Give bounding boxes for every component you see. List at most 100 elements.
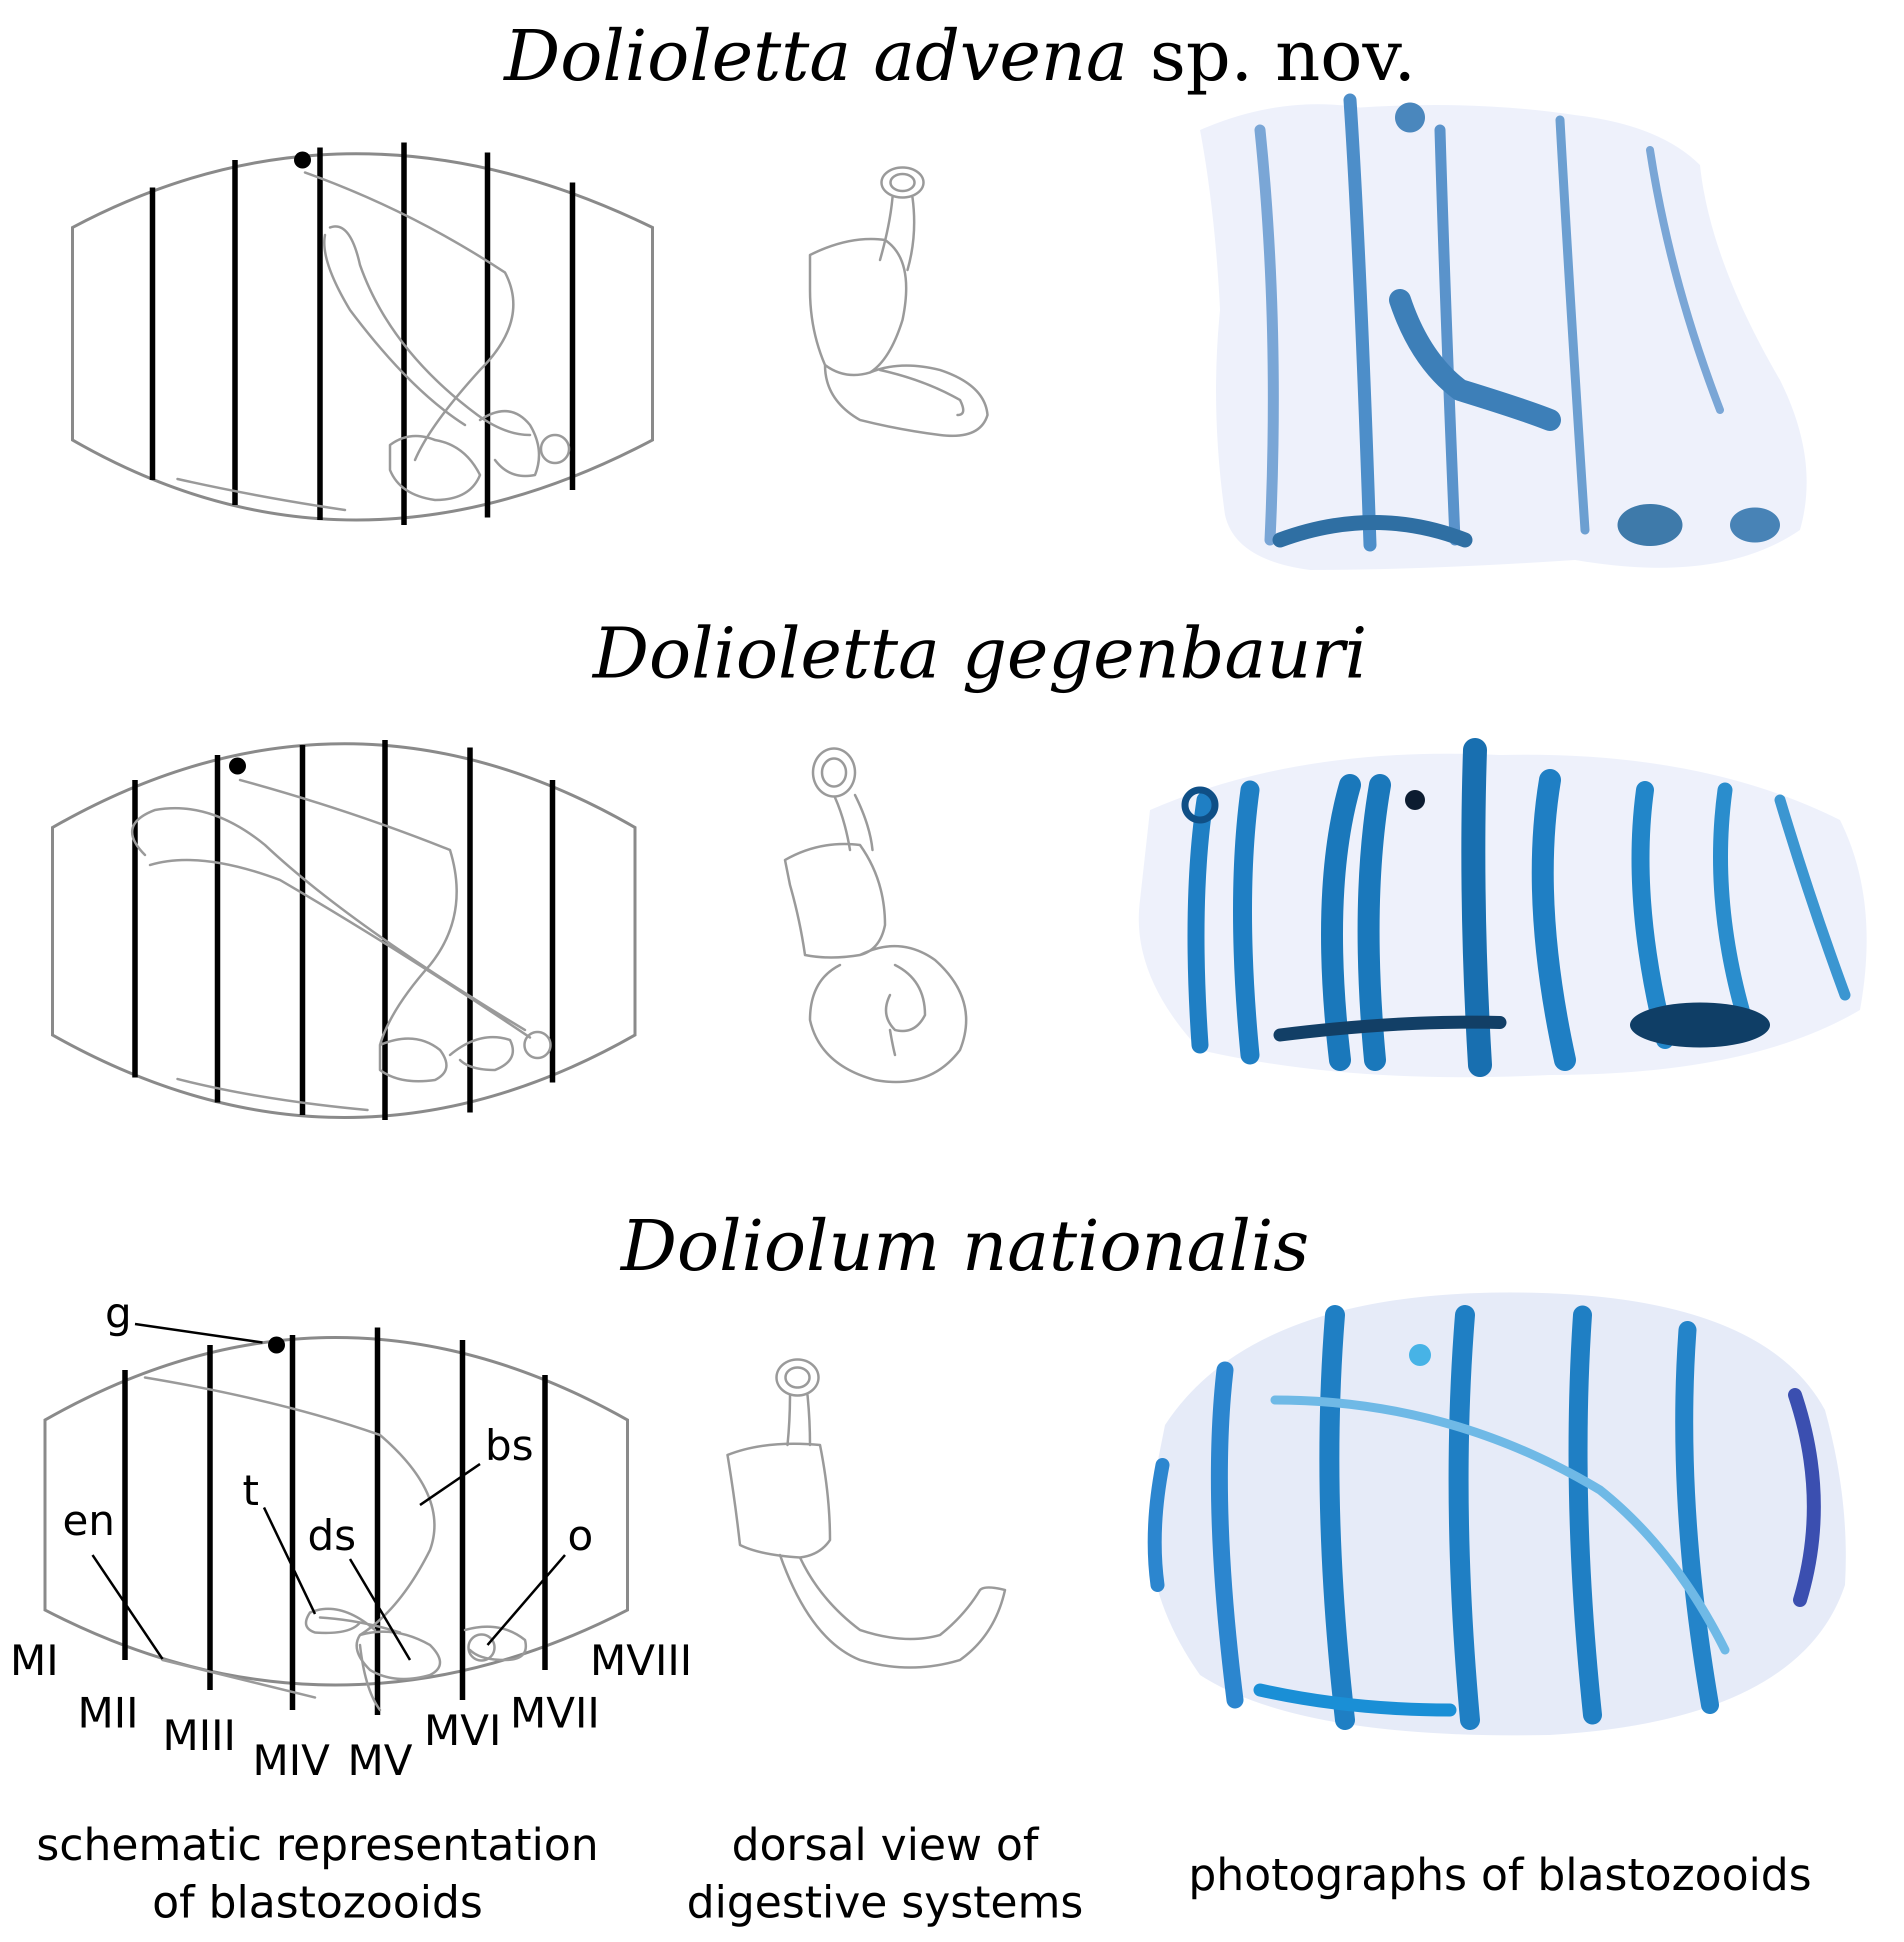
- row2-endostyle: [176, 1078, 369, 1112]
- row2-title-italic: Dolioletta gegenbauri: [592, 613, 1368, 694]
- row1-photo-ganglion: [1395, 102, 1425, 132]
- row2-stomach: [378, 1037, 448, 1082]
- row1-photo-endostyle: [1272, 515, 1472, 548]
- label-bs: bs: [485, 1421, 534, 1470]
- caption-schematic-line1: schematic representation: [36, 1819, 599, 1870]
- row3-branchial-septum: [144, 1376, 436, 1636]
- row1-mouth-ring: [880, 166, 925, 199]
- row1-gonad: [540, 434, 570, 464]
- row3-title: Doliolum nationalis: [620, 1206, 1310, 1287]
- label-muscle-5: MV: [348, 1736, 412, 1785]
- row1-intestine: [478, 410, 540, 478]
- label-en: en: [62, 1496, 115, 1545]
- row2-photo-muscle-7: [1632, 781, 1674, 1049]
- row2-intestine-coil: [808, 944, 968, 1084]
- row3-photo-septum: [1270, 1396, 1730, 1654]
- row2-photo-muscle-9: [1774, 794, 1850, 1000]
- row2-intestine: [448, 1036, 514, 1072]
- row1-photo-muscle-1: [1254, 124, 1279, 546]
- row3-photo-ganglion: [1409, 1344, 1431, 1366]
- row3-leader-ds: [348, 1558, 412, 1661]
- label-muscle-7: MVII: [510, 1688, 600, 1738]
- label-muscle-6: MVI: [424, 1706, 502, 1755]
- label-o: o: [568, 1511, 593, 1560]
- row3-endostyle: [161, 1658, 316, 1699]
- row1-stomach: [388, 434, 482, 502]
- row1-photo-gut: [1618, 504, 1682, 546]
- row1-esophagus: [878, 196, 916, 272]
- row1-digestive-loop: [323, 225, 532, 436]
- row3-testis: [304, 1611, 362, 1634]
- row3-leader-bs: [419, 1462, 481, 1506]
- row3-leader-g: [134, 1322, 263, 1344]
- row2-digestive-loop: [130, 806, 532, 1039]
- row2-gonad: [523, 1030, 552, 1060]
- label-muscle-2: MII: [78, 1688, 138, 1738]
- row1-mouth-ring-inner: [889, 172, 916, 192]
- row3-photo-muscle-4: [1448, 1305, 1480, 1730]
- row1-stomach-sac: [808, 238, 908, 376]
- row1-intestine-loop: [824, 364, 989, 438]
- row1-photo-muscle-5: [1646, 146, 1724, 414]
- row2-branchial-septum: [238, 778, 458, 1046]
- row3-photo-endostyle: [1254, 1684, 1456, 1716]
- row3-leader-en: [91, 1554, 164, 1660]
- row1-photo-tissue: [1200, 104, 1807, 570]
- row2-photo-ring: [1182, 786, 1218, 824]
- label-muscle-1: MI: [10, 1636, 58, 1685]
- row2-ganglion: [229, 758, 246, 774]
- row2-mouth-ring: [812, 747, 856, 798]
- row2-title: Dolioletta gegenbauri: [592, 613, 1368, 694]
- row3-photo-muscle-2: [1210, 1362, 1244, 1708]
- row2-photo-endostyle: [1274, 1016, 1506, 1042]
- row2-photo-muscle-2: [1233, 780, 1260, 1064]
- row1-title-italic: Dolioletta advena: [502, 16, 1128, 97]
- row3-stomach-sac: [726, 1442, 832, 1559]
- row1-schematic: [71, 142, 654, 525]
- label-t: t: [242, 1466, 259, 1515]
- row3-photo-muscle-6: [1675, 1321, 1719, 1714]
- row3-photo-muscle-7: [1788, 1388, 1821, 1607]
- label-muscle-3: MIII: [162, 1711, 236, 1760]
- row3-mouth-ring: [775, 1358, 820, 1397]
- row2-body-outline: [51, 742, 636, 1119]
- row1-photo-gonad: [1730, 508, 1780, 542]
- row1-photo-septum: [1389, 289, 1561, 431]
- row3-intestine: [778, 1554, 1006, 1669]
- row3-photo-muscle-5: [1568, 1306, 1602, 1724]
- row3-photo: [1148, 1292, 1846, 1736]
- row3-gonad: [467, 1633, 496, 1662]
- row2-photo: [1138, 738, 1867, 1078]
- row3-photo-tissue: [1148, 1292, 1846, 1736]
- row1-photo-muscle-4: [1556, 116, 1590, 534]
- row2-photo-ganglion: [1405, 790, 1425, 810]
- row1-title-roman: sp. nov.: [1128, 16, 1416, 97]
- row1-title: Dolioletta advena sp. nov.: [502, 16, 1416, 97]
- row2-mouth-ring-inner: [820, 757, 848, 788]
- row3-intestine: [358, 1625, 527, 1712]
- row2-photo-muscle-3: [1321, 774, 1361, 1071]
- row1-digestive-system: [808, 166, 989, 438]
- row2-photo-gut: [1630, 1002, 1770, 1048]
- row3-schematic: g bs t ds en o MI MII MIII MIV MV MVI MV…: [10, 1288, 692, 1785]
- caption-dorsal-line1: dorsal view of: [732, 1819, 1040, 1870]
- row3-ganglion: [268, 1336, 285, 1354]
- row2-photo-muscle-8: [1713, 782, 1752, 1028]
- row2-photo-muscle-4: [1358, 774, 1391, 1071]
- row3-digestive-system: [726, 1358, 1006, 1669]
- caption-photos: photographs of blastozooids: [1188, 1849, 1812, 1900]
- row2-photo-muscle-1: [1188, 792, 1214, 1054]
- row3-photo-muscle-1: [1148, 1458, 1170, 1592]
- row3-title-italic: Doliolum nationalis: [620, 1206, 1310, 1287]
- row2-photo-tissue: [1138, 754, 1867, 1078]
- row1-photo-muscle-3: [1434, 124, 1460, 546]
- row2-photo-muscle-6: [1532, 769, 1576, 1071]
- row1-photo-muscle-2: [1344, 94, 1376, 552]
- row2-schematic: [51, 740, 636, 1120]
- label-ds: ds: [308, 1511, 356, 1560]
- row1-photo: [1200, 94, 1807, 570]
- caption-schematic-line2: of blastozooids: [152, 1876, 482, 1928]
- row1-ganglion: [294, 152, 311, 168]
- label-muscle-4: MIV: [252, 1736, 330, 1785]
